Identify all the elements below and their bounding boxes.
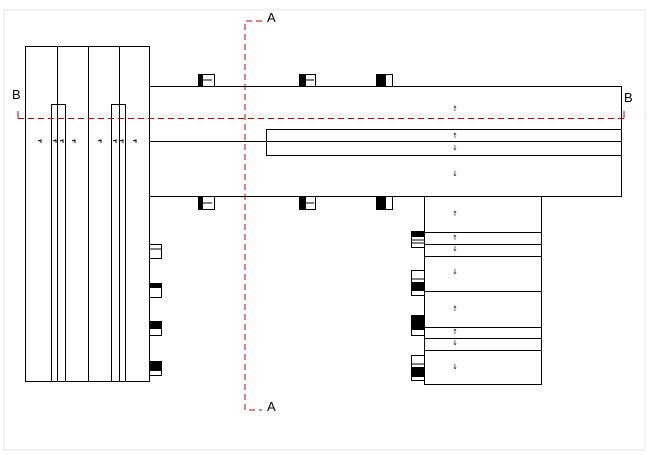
connector-tab-fill: [198, 74, 203, 87]
arrow-up-icon: ↑: [452, 105, 458, 113]
section-label-b-right: B: [624, 90, 633, 105]
connector-tab-fill: [149, 283, 162, 288]
left-block-marks: [37, 139, 137, 143]
section-label-b-left: B: [12, 87, 21, 102]
arrow-up-icon: ↑: [452, 210, 458, 218]
connector-tab-fill: [299, 196, 306, 210]
horizontal-channel: [266, 129, 622, 156]
connector-tab-fill: [411, 231, 425, 237]
arrow-up-icon: ↑: [452, 132, 458, 140]
lower-right-block: [424, 196, 542, 385]
hook-mark: [97, 139, 102, 143]
hook-mark: [119, 139, 124, 143]
hook-mark: [59, 139, 64, 143]
left-vertical-block: [25, 46, 150, 382]
connector-tab-fill: [149, 361, 162, 371]
bottom-connectors: [198, 196, 393, 210]
connector-tab-fill: [149, 321, 162, 329]
connector-tab-fill: [376, 196, 386, 210]
arrow-down-icon: ↓: [452, 144, 458, 152]
section-line-a: [244, 20, 262, 411]
lower-block-outline: [424, 196, 542, 385]
connector-tab-fill: [411, 282, 425, 291]
left-block-outline: [25, 46, 150, 382]
arrow-down-icon: ↓: [452, 268, 458, 276]
left-channel: [111, 104, 126, 382]
hook-mark: [112, 139, 117, 143]
outer-frame: [3, 9, 646, 451]
lower-block-connectors: [411, 231, 425, 381]
hook-mark: [52, 139, 57, 143]
connector-tab: [149, 244, 162, 259]
hook-mark: [71, 139, 76, 143]
arrow-down-icon: ↓: [452, 170, 458, 178]
arrow-up-icon: ↑: [452, 234, 458, 242]
arrow-down-icon: ↓: [452, 339, 458, 347]
top-connectors: [198, 74, 393, 87]
left-side-connectors: [149, 244, 162, 376]
section-lines: [17, 20, 625, 411]
hook-mark: [132, 139, 137, 143]
section-label-a-top: A: [267, 10, 276, 25]
connector-tab-fill: [376, 74, 386, 87]
arrow-down-icon: ↓: [452, 245, 458, 253]
hook-mark: [37, 139, 42, 143]
connector-tab-fill: [299, 74, 306, 87]
left-channel: [51, 104, 66, 382]
horizontal-block: [149, 86, 622, 197]
connector-tab-fill: [198, 196, 203, 210]
connector-tab-fill: [411, 367, 425, 377]
arrow-up-icon: ↑: [452, 305, 458, 313]
flow-arrows: ↑ ↑ ↓ ↓ ↑ ↑ ↓ ↓ ↑ ↑ ↓ ↓: [452, 105, 458, 371]
arrow-up-icon: ↑: [452, 328, 458, 336]
section-label-a-bottom: A: [267, 399, 276, 414]
arrow-down-icon: ↓: [452, 363, 458, 371]
connector-tab-fill: [411, 315, 425, 330]
